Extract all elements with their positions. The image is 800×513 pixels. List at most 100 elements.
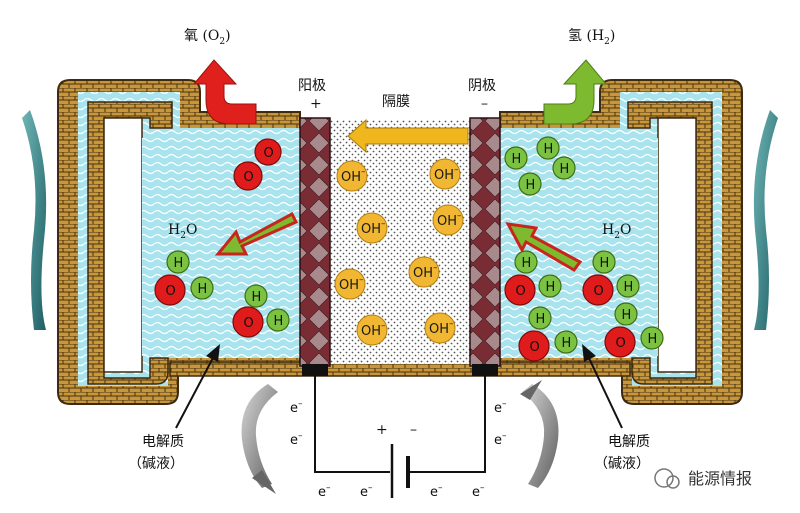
ion-flow-arrow-icon <box>347 118 469 154</box>
electrolyte-right-line1: 电解质 <box>608 434 650 450</box>
hydrogen-atom: H <box>514 250 538 274</box>
oxygen-label: 氧 (O2) <box>184 28 231 47</box>
svg-text:O: O <box>530 340 540 355</box>
svg-text:e: e <box>318 485 326 500</box>
right-bottom-arrow-icon <box>522 384 559 488</box>
electrolyte-right-line2: （碱液） <box>594 456 650 472</box>
svg-text:O: O <box>244 170 254 185</box>
left-bottom-arrow-icon <box>241 384 278 488</box>
svg-text:–: – <box>359 275 364 285</box>
svg-text:H: H <box>252 290 262 305</box>
cathode-electrode <box>469 117 501 367</box>
oxygen-atom: O <box>233 161 263 191</box>
water-label-right: H2O <box>602 222 631 241</box>
hydroxide-ion: OH– <box>408 256 440 288</box>
hydrogen-atom: H <box>640 326 664 350</box>
svg-text:H: H <box>536 312 546 327</box>
svg-text:–: – <box>298 399 303 409</box>
oxygen-atom: O <box>254 138 282 166</box>
svg-text:H: H <box>522 256 532 271</box>
svg-text:能源情报: 能源情报 <box>688 469 752 488</box>
left-circulation-icon <box>22 110 47 330</box>
svg-text:O: O <box>244 316 254 331</box>
svg-text:O: O <box>516 284 526 299</box>
oxygen-atom: O <box>154 274 186 306</box>
left-bottom-arrowhead-icon <box>252 470 276 494</box>
oxygen-atom: O <box>604 326 636 358</box>
svg-text:–: – <box>449 319 454 329</box>
electron: e– <box>494 399 507 416</box>
battery-plus: + <box>376 422 388 438</box>
svg-text:e: e <box>430 485 438 500</box>
svg-text:–: – <box>454 165 459 175</box>
electron: e– <box>360 483 373 500</box>
svg-text:OH: OH <box>434 168 454 183</box>
oxygen-atom: O <box>232 306 264 338</box>
svg-text:H: H <box>648 332 658 347</box>
left-electrolyte-pointer-icon <box>175 355 215 429</box>
svg-text:–: – <box>457 211 462 221</box>
oxygen-arrow-icon <box>192 59 257 125</box>
left-electrolyte-pointer-head <box>206 344 220 362</box>
hydrogen-atom: H <box>190 276 214 300</box>
hydroxide-ion: OH– <box>424 312 456 344</box>
svg-text:–: – <box>502 431 507 441</box>
membrane-label: 隔膜 <box>382 94 410 110</box>
svg-text:OH: OH <box>437 214 457 229</box>
watermark-icon <box>654 468 674 488</box>
svg-text:O: O <box>594 284 604 299</box>
anode-sign: + <box>310 96 322 112</box>
svg-text:H: H <box>560 162 570 177</box>
svg-text:H: H <box>198 282 208 297</box>
svg-text:OH: OH <box>341 170 361 185</box>
hydrogen-atom: H <box>528 306 552 330</box>
electron: e– <box>494 431 507 448</box>
svg-text:e: e <box>360 485 368 500</box>
right-electrolyte-pointer-head <box>582 344 596 362</box>
hydrogen-atom: H <box>536 136 560 160</box>
hydrogen-atom: H <box>554 330 578 354</box>
electron: e– <box>318 483 331 500</box>
svg-text:H: H <box>526 178 536 193</box>
svg-text:e: e <box>290 433 298 448</box>
anode-label: 阳极 <box>298 78 326 94</box>
svg-text:H: H <box>624 280 634 295</box>
electron: e– <box>430 483 443 500</box>
hydroxide-ions: OH–OH–OH–OH–OH–OH–OH–OH– <box>334 158 464 346</box>
right-reaction-arrow-icon <box>505 222 583 272</box>
svg-text:H: H <box>600 256 610 271</box>
electron: e– <box>472 483 485 500</box>
hydrogen-atom: H <box>518 172 542 196</box>
svg-text:OH: OH <box>413 266 433 281</box>
hydrogen-atom: H <box>538 274 562 298</box>
hydrogen-arrow-icon <box>543 59 608 125</box>
hydrogen-atom: H <box>614 302 638 326</box>
svg-text:OH: OH <box>429 322 449 337</box>
svg-text:O: O <box>264 146 274 161</box>
electrolyte-left-line2: （碱液） <box>128 456 184 472</box>
hydrogen-atom: H <box>616 274 640 298</box>
svg-text:e: e <box>494 401 502 416</box>
svg-text:OH: OH <box>361 324 381 339</box>
oxygen-atom: O <box>582 274 614 306</box>
right-bottom-arrowhead-icon <box>520 380 542 400</box>
anode-terminal <box>302 364 328 376</box>
svg-text:H: H <box>174 256 184 271</box>
hydrogen-atom: H <box>244 284 268 308</box>
watermark: 能源情报 <box>654 468 752 489</box>
svg-text:–: – <box>381 321 386 331</box>
right-electrolyte-pointer-icon <box>587 355 623 429</box>
electron: e– <box>290 431 303 448</box>
hydroxide-ion: OH– <box>336 160 368 192</box>
hydrogen-atom: H <box>266 308 290 332</box>
svg-text:氢 (H2): 氢 (H2) <box>568 28 615 47</box>
svg-text:H: H <box>544 142 554 157</box>
svg-text:–: – <box>368 483 373 493</box>
cathode-label: 阴极 <box>468 78 496 94</box>
hydroxide-ion: OH– <box>432 204 464 236</box>
hydrogen-atom: H <box>166 250 190 274</box>
right-circulation-icon <box>753 110 778 330</box>
svg-text:e: e <box>472 485 480 500</box>
svg-text:H: H <box>622 308 632 323</box>
